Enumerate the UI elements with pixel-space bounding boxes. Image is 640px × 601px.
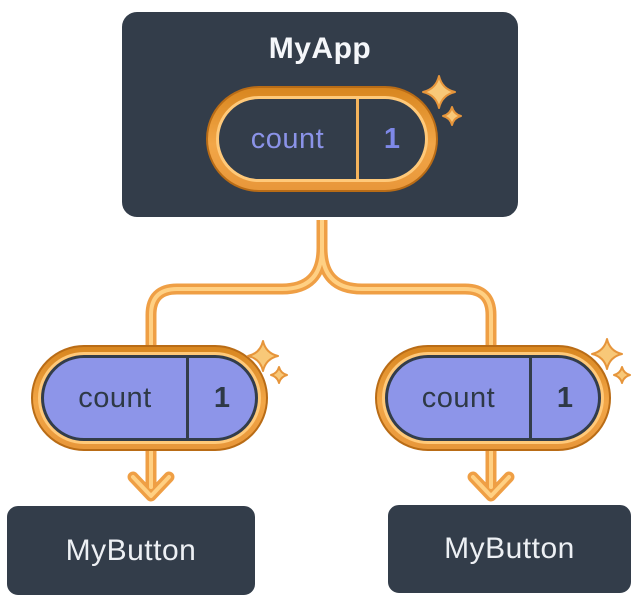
state-value: 1 [556, 381, 574, 414]
right-state-pill: count 1 [375, 345, 611, 451]
sparkle-icon [591, 338, 631, 384]
state-value: 1 [383, 122, 401, 155]
left-state-pill-inner: count 1 [41, 355, 258, 441]
state-key-label: count [78, 381, 152, 414]
sparkle-icon [247, 340, 288, 384]
right-child-component-title: MyButton [444, 532, 575, 565]
root-state-pill-inner: count 1 [216, 96, 428, 182]
sparkle-icon [422, 75, 462, 126]
state-key-label: count [250, 122, 325, 155]
left-state-pill: count 1 [31, 345, 268, 451]
left-child-component-box: MyButton [4, 503, 258, 598]
state-divider [186, 358, 189, 438]
state-value: 1 [213, 381, 231, 414]
root-state-pill: count 1 [206, 86, 438, 192]
state-divider [356, 99, 359, 179]
state-divider [529, 358, 532, 438]
root-component-title: MyApp [268, 32, 372, 65]
state-key-label: count [421, 381, 496, 414]
right-child-component-box: MyButton [385, 502, 634, 596]
left-child-component-title: MyButton [65, 533, 197, 567]
right-state-pill-inner: count 1 [385, 355, 601, 441]
